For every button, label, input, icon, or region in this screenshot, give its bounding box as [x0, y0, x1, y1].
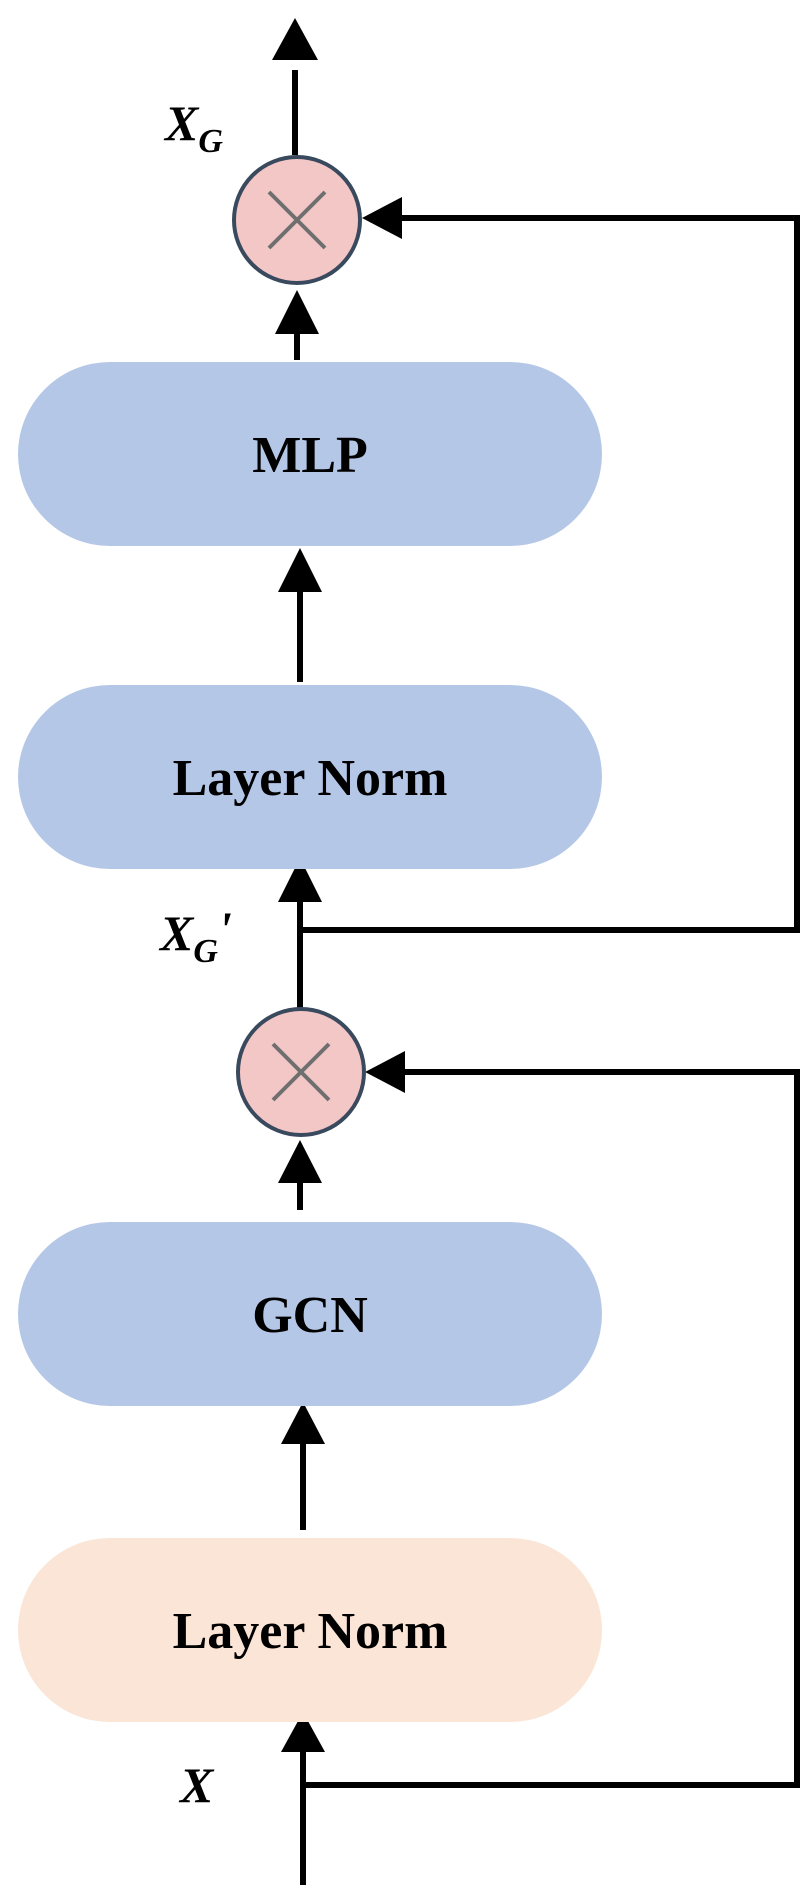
label-x: X: [178, 1757, 215, 1813]
arrow-up-icon: [278, 548, 322, 592]
arrow-up-icon: [278, 858, 322, 902]
arrow-up-icon: [275, 290, 319, 334]
mlp-label: MLP: [252, 427, 368, 484]
layer-norm-bottom-label: Layer Norm: [173, 1603, 448, 1660]
label-xg: XG: [163, 95, 223, 160]
gcn-block: GCN: [18, 1222, 602, 1406]
layer-norm-top-block: Layer Norm: [18, 685, 602, 869]
skip-connection-top: [300, 215, 800, 933]
gcn-label: GCN: [252, 1287, 368, 1344]
arrow-left-icon: [362, 197, 402, 239]
label-xg-prime: XG': [158, 901, 232, 970]
layer-norm-top-label: Layer Norm: [173, 750, 448, 807]
arrow-left-icon: [365, 1051, 405, 1093]
mlp-block: MLP: [18, 362, 602, 546]
multiply-node-top: [232, 155, 362, 285]
layer-norm-bottom-block: Layer Norm: [18, 1538, 602, 1722]
arrow-up-icon: [281, 1712, 325, 1752]
arrow-up-icon: [278, 1140, 322, 1183]
skip-connection-bottom: [303, 1069, 800, 1788]
multiply-node-bottom: [236, 1007, 366, 1137]
arrow-up-icon: [272, 18, 318, 60]
arrow-up-icon: [281, 1402, 325, 1444]
